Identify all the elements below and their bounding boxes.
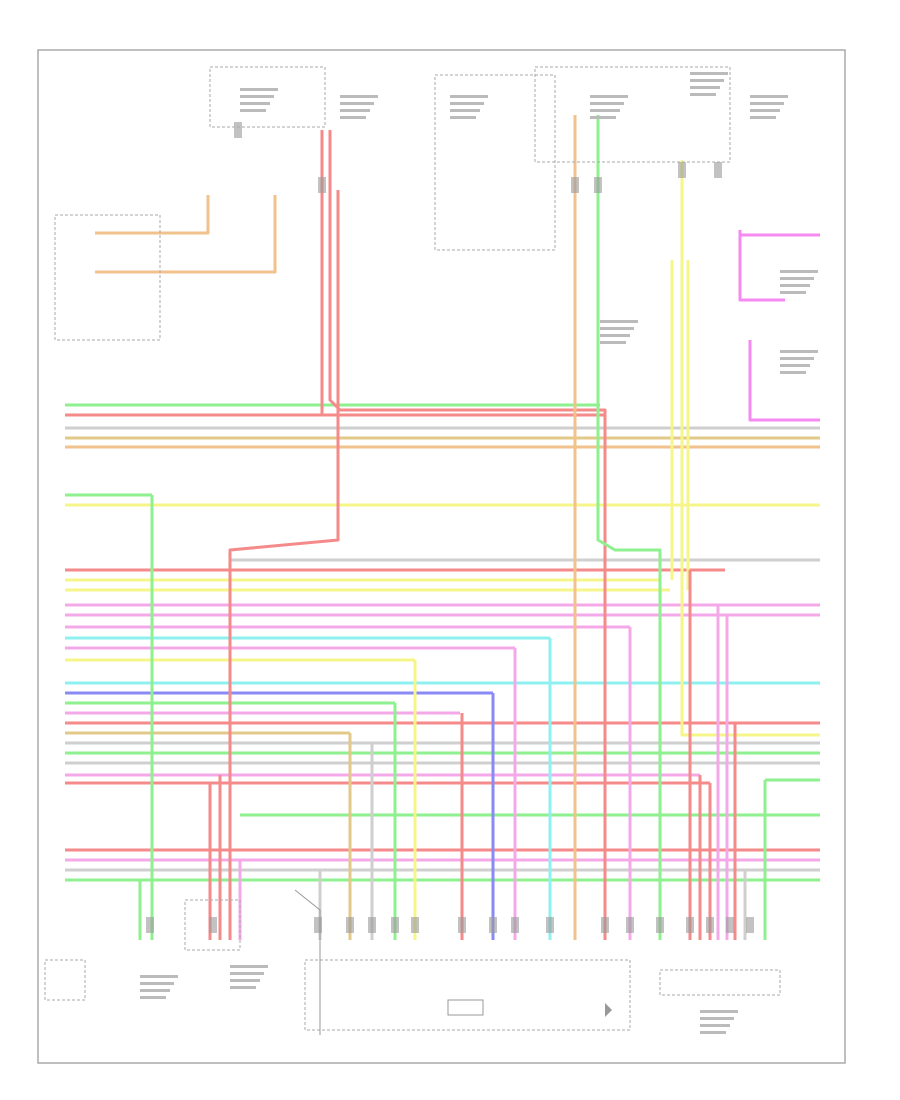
label-text bbox=[600, 341, 626, 344]
component-box bbox=[659, 969, 781, 996]
label-text bbox=[780, 364, 810, 367]
label-text bbox=[690, 86, 720, 89]
label-text bbox=[230, 979, 260, 982]
label-text bbox=[600, 320, 638, 323]
label-text bbox=[590, 109, 620, 112]
connector bbox=[678, 162, 686, 178]
label-text bbox=[140, 996, 166, 999]
connector bbox=[746, 917, 754, 933]
diagram-frame bbox=[37, 49, 846, 1064]
label-text bbox=[450, 109, 480, 112]
label-text bbox=[750, 116, 776, 119]
label-text bbox=[240, 95, 274, 98]
connector bbox=[346, 917, 354, 933]
label-text bbox=[700, 1010, 738, 1013]
connector bbox=[601, 917, 609, 933]
label-text bbox=[240, 88, 278, 91]
label-text bbox=[450, 116, 476, 119]
label-text bbox=[780, 270, 818, 273]
connector bbox=[411, 917, 419, 933]
label-text bbox=[690, 72, 728, 75]
connector bbox=[391, 917, 399, 933]
label-text bbox=[450, 95, 488, 98]
connector bbox=[318, 177, 326, 193]
label-text bbox=[240, 102, 270, 105]
label-text bbox=[590, 102, 624, 105]
wire-orange bbox=[95, 195, 210, 235]
label-text bbox=[340, 109, 370, 112]
label-text bbox=[340, 102, 374, 105]
label-text bbox=[700, 1017, 734, 1020]
label-text bbox=[140, 975, 178, 978]
component-box bbox=[304, 959, 631, 1031]
wires bbox=[65, 115, 820, 940]
label-text bbox=[450, 102, 484, 105]
label-text bbox=[340, 116, 366, 119]
wire-red bbox=[228, 190, 340, 940]
component-box bbox=[534, 66, 731, 163]
connector bbox=[546, 917, 554, 933]
connector bbox=[458, 917, 466, 933]
connector bbox=[656, 917, 664, 933]
label-text bbox=[240, 109, 266, 112]
diode-icon bbox=[605, 1003, 612, 1017]
component-box bbox=[184, 899, 241, 951]
wire-red bbox=[328, 130, 607, 940]
label-text bbox=[750, 102, 784, 105]
label-text bbox=[750, 109, 780, 112]
label-text bbox=[230, 986, 256, 989]
label-text bbox=[600, 334, 630, 337]
connector bbox=[511, 917, 519, 933]
label-text bbox=[780, 291, 806, 294]
label-text bbox=[140, 982, 174, 985]
connector bbox=[594, 177, 602, 193]
connector bbox=[706, 917, 714, 933]
connector bbox=[368, 917, 376, 933]
connector bbox=[571, 177, 579, 193]
label-text bbox=[690, 93, 716, 96]
connector bbox=[234, 122, 242, 138]
label-text bbox=[230, 965, 268, 968]
label-text bbox=[750, 95, 788, 98]
wire-magenta bbox=[748, 340, 820, 422]
label-text bbox=[590, 116, 616, 119]
connector bbox=[626, 917, 634, 933]
label-text bbox=[340, 95, 378, 98]
wire-orange bbox=[95, 195, 277, 274]
label-text bbox=[780, 357, 814, 360]
label-text bbox=[590, 95, 628, 98]
connector bbox=[209, 917, 217, 933]
label-text bbox=[780, 277, 814, 280]
component-box bbox=[54, 214, 161, 341]
wire-magenta bbox=[738, 230, 785, 302]
label-text bbox=[600, 327, 634, 330]
label-text bbox=[700, 1024, 730, 1027]
label-text bbox=[700, 1031, 726, 1034]
connector bbox=[314, 917, 322, 933]
connector bbox=[726, 917, 734, 933]
wire-yellow bbox=[680, 160, 820, 737]
ground-wire bbox=[294, 889, 321, 1035]
connector bbox=[489, 917, 497, 933]
label-text bbox=[690, 79, 724, 82]
component-box bbox=[44, 959, 86, 1001]
label-text bbox=[780, 371, 806, 374]
label-text bbox=[140, 989, 170, 992]
wire-green bbox=[596, 115, 662, 940]
components bbox=[44, 66, 818, 1035]
label-text bbox=[780, 284, 810, 287]
connector bbox=[714, 162, 722, 178]
connector bbox=[146, 917, 154, 933]
connector bbox=[686, 917, 694, 933]
component-box bbox=[209, 66, 326, 128]
module-box bbox=[447, 999, 484, 1016]
label-text bbox=[230, 972, 264, 975]
label-text bbox=[780, 350, 818, 353]
